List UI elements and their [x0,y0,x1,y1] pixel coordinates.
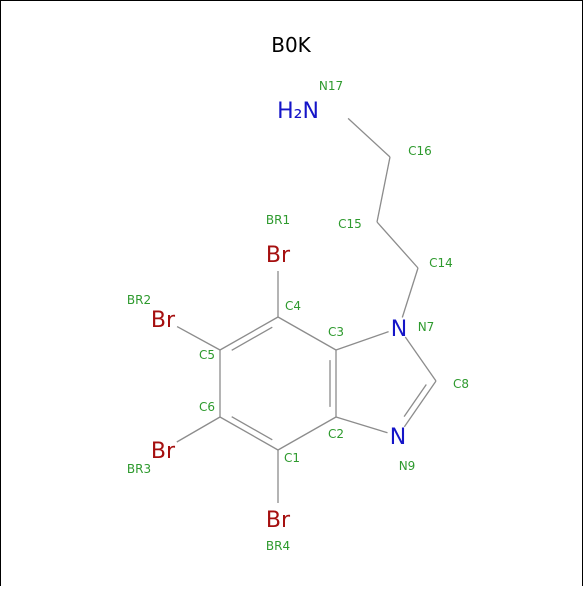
atom-br4-index-label: BR4 [266,539,290,553]
atom-br2-index-label: BR2 [127,293,151,307]
bond-c8-n9-inner [403,384,427,417]
bond-c16-c15 [376,156,391,223]
atom-br1-symbol: Br [266,243,291,268]
bond-c3-c4 [277,316,337,351]
bonds-layer [176,117,437,503]
bond-c4-c5-inner [231,326,273,351]
bond-n17-c16 [347,117,391,158]
bond-c6-c1 [219,416,279,451]
atom-br1-index-label: BR1 [266,213,290,227]
atom-c15-index-label: C15 [338,217,362,231]
atom-c4-index-label: C4 [285,299,301,313]
atom-c5-index-label: C5 [199,348,215,362]
atom-c16-index-label: C16 [408,144,432,158]
atom-c8-index-label: C8 [453,377,469,391]
atom-n7-symbol: N [391,317,407,342]
atom-c1-index-label: C1 [284,451,300,465]
atom-br3-symbol: Br [151,439,176,464]
bond-n9-c2 [335,416,388,434]
atom-n7-index-label: N7 [418,320,435,334]
bond-c1-c2 [277,416,337,451]
bond-c15-c14 [376,221,419,269]
bond-c5-br2 [176,326,221,351]
bond-c4-c5 [219,316,279,351]
atom-n9-symbol: N [390,425,406,450]
bond-n7-c8 [404,336,437,382]
bond-n7-c3 [335,330,389,351]
atom-br3-index-label: BR3 [127,462,151,476]
bond-c6-c1-inner [231,416,273,441]
atom-n17-symbol: H₂N [277,99,319,124]
atom-c14-index-label: C14 [429,256,453,270]
atom-br2-symbol: Br [151,308,176,333]
atom-c6-index-label: C6 [199,400,215,414]
atom-br4-symbol: Br [266,508,291,533]
atom-c2-index-label: C2 [328,427,344,441]
diagram-title: B0K [271,33,311,57]
bond-c6-br3 [176,416,221,443]
atom-n17-index-label: N17 [319,79,343,93]
atom-n9-index-label: N9 [399,459,416,473]
bond-c14-n7 [401,267,419,318]
atom-c3-index-label: C3 [328,325,344,339]
bond-c8-n9 [403,380,437,428]
